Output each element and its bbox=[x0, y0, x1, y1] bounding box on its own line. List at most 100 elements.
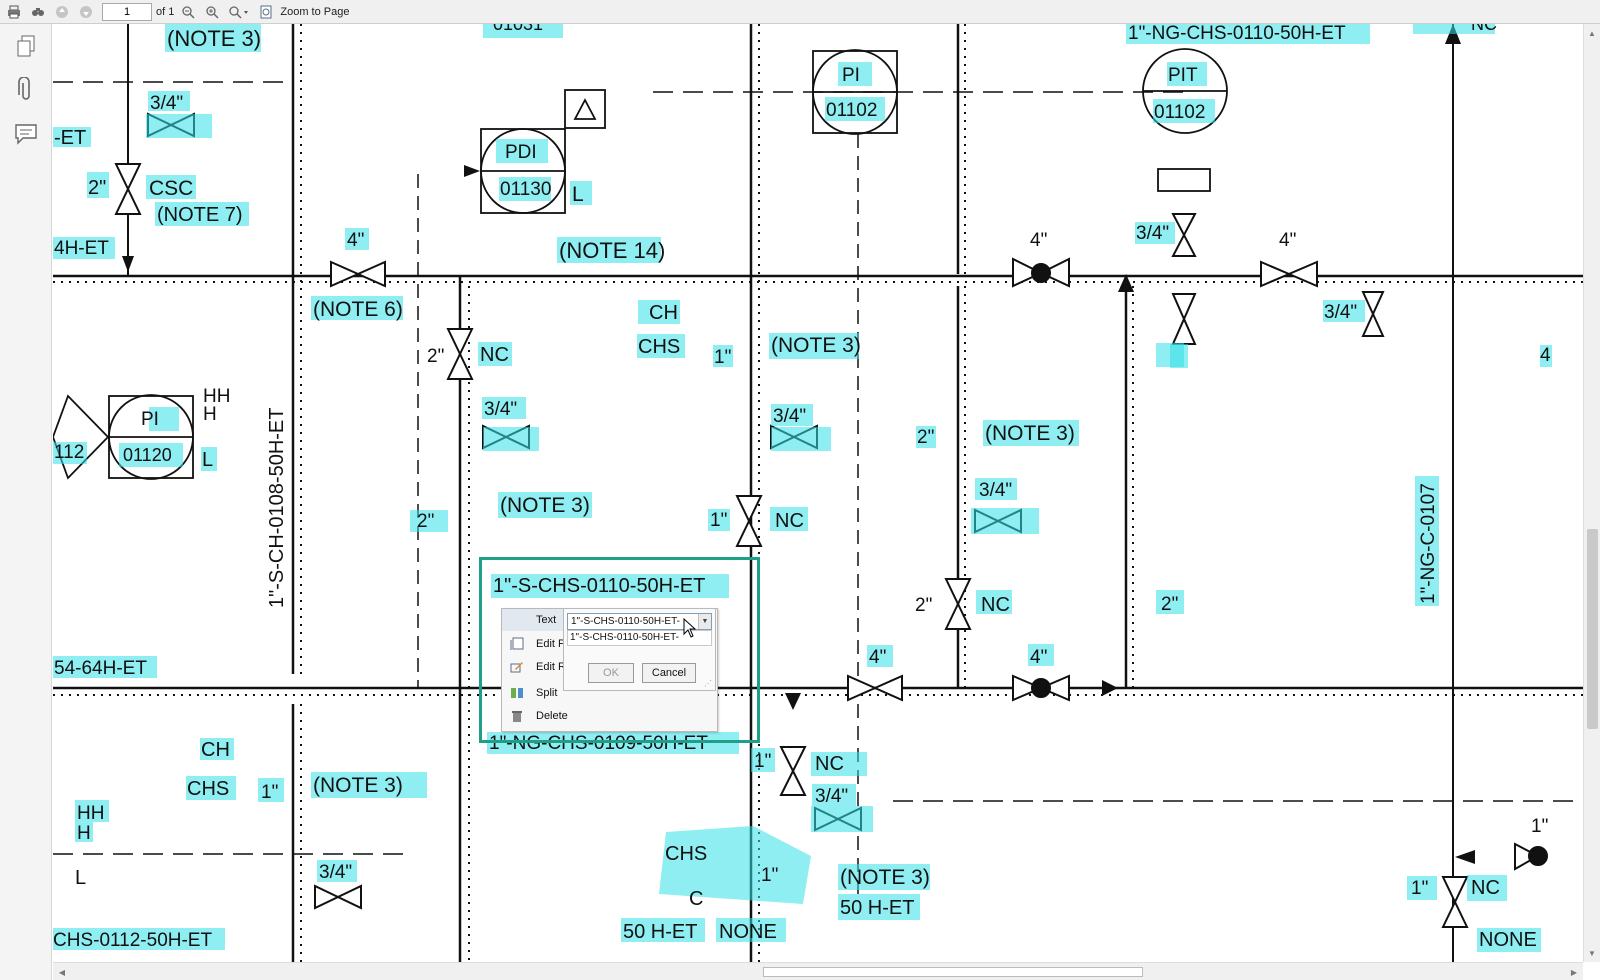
zoom-menu-icon[interactable] bbox=[226, 2, 252, 22]
toolbar: of 1 Zoom to Page bbox=[0, 0, 1600, 24]
drawing-label: 2" bbox=[917, 427, 934, 448]
horizontal-scroll-thumb[interactable] bbox=[763, 967, 1143, 977]
scroll-left-icon[interactable]: ◀ bbox=[58, 967, 66, 977]
drawing-label: NC bbox=[480, 344, 509, 366]
drawing-label: 4" bbox=[1279, 230, 1296, 251]
drawing-label: NC bbox=[981, 594, 1010, 616]
drawing-label: 2" bbox=[417, 511, 434, 532]
edit-region-icon bbox=[508, 659, 526, 675]
zoom-out-icon[interactable] bbox=[178, 2, 198, 22]
ocr-highlights bbox=[53, 24, 1552, 952]
drawing-label: L bbox=[202, 449, 213, 471]
menu-item-text[interactable]: Text bbox=[502, 609, 572, 631]
print-icon[interactable] bbox=[4, 2, 24, 22]
text-suggestion-option[interactable]: 1"-S-CHS-0110-50H-ET- bbox=[567, 630, 712, 646]
drawing-label: 50 H-ET bbox=[623, 921, 697, 943]
drawing-label: NC bbox=[1471, 877, 1500, 899]
drawing-label: 3/4" bbox=[979, 480, 1012, 501]
drawing-label: 01102 bbox=[826, 100, 877, 121]
zoom-to-page-icon[interactable] bbox=[256, 2, 276, 22]
drawing-label: 3/4" bbox=[150, 93, 183, 114]
next-page-icon[interactable] bbox=[76, 2, 96, 22]
zoom-in-icon[interactable] bbox=[202, 2, 222, 22]
drawing-label: NC bbox=[815, 753, 844, 775]
selected-text-region[interactable] bbox=[479, 557, 760, 743]
scroll-up-icon[interactable]: ▲ bbox=[1588, 28, 1596, 38]
drawing-label: 2" bbox=[427, 346, 444, 367]
drawing-label: 1" bbox=[710, 510, 727, 531]
page-count-label: of 1 bbox=[156, 5, 175, 18]
drawing-label: (NOTE 14) bbox=[559, 238, 665, 263]
context-menu: Text Edit P Edit R Split Delete 1"-S-CHS… bbox=[501, 608, 718, 732]
drawing-label: CH bbox=[201, 739, 230, 761]
drawing-label: 1"-S-CH-0108-50H-ET bbox=[266, 408, 288, 609]
menu-item-label: Edit R bbox=[536, 661, 566, 673]
drawing-label: 3/4" bbox=[484, 399, 517, 420]
edit-properties-icon bbox=[508, 636, 526, 652]
drawing-label: 3/4" bbox=[773, 406, 806, 427]
comments-icon[interactable] bbox=[0, 112, 52, 156]
drawing-label: CSC bbox=[149, 177, 193, 200]
menu-item-label: Text bbox=[536, 614, 557, 626]
page-number-input[interactable] bbox=[102, 2, 152, 21]
drawing-label: -ET bbox=[54, 127, 86, 149]
drawing-label: (NOTE 3) bbox=[771, 334, 861, 357]
cancel-button[interactable]: Cancel bbox=[642, 663, 696, 683]
menu-item-edit-properties[interactable]: Edit P bbox=[502, 633, 572, 655]
scroll-down-icon[interactable]: ▼ bbox=[1588, 948, 1596, 958]
drawing-label: CHS bbox=[187, 778, 229, 800]
drawing-label: 1" bbox=[714, 347, 731, 368]
drawing-label: CH bbox=[649, 302, 678, 324]
menu-item-label: Edit P bbox=[536, 638, 566, 650]
drawing-label: PI bbox=[141, 409, 159, 430]
text-value-combobox[interactable]: 1"-S-CHS-0110-50H-ET- ▼ bbox=[567, 613, 712, 630]
drawing-label: 1"-NG-C-0107 bbox=[1418, 483, 1439, 604]
drawing-label: (NOTE 3) bbox=[167, 26, 261, 51]
document-canvas[interactable]: 1"-NG-CHS-0110-50H-ET 01031 NC (NOTE 3) … bbox=[53, 24, 1583, 962]
menu-item-edit-region[interactable]: Edit R bbox=[502, 656, 572, 678]
drawing-label: HH bbox=[77, 803, 104, 824]
find-icon[interactable] bbox=[28, 2, 48, 22]
scroll-right-icon[interactable]: ▶ bbox=[1570, 967, 1578, 977]
menu-item-label: Split bbox=[536, 687, 558, 699]
chevron-down-icon[interactable]: ▼ bbox=[698, 614, 711, 629]
drawing-label: PIT bbox=[1168, 65, 1198, 86]
drawing-label: HH bbox=[203, 386, 230, 407]
zoom-to-page-button[interactable]: Zoom to Page bbox=[280, 5, 350, 18]
pages-icon[interactable] bbox=[0, 24, 52, 68]
drawing-label: 1" bbox=[754, 751, 771, 772]
text-icon bbox=[508, 612, 526, 628]
drawing-label: NONE bbox=[719, 921, 777, 943]
drawing-label: 1" bbox=[1411, 878, 1428, 899]
drawing-label: 2" bbox=[88, 177, 106, 199]
drawing-label: H bbox=[203, 404, 217, 425]
drawing-label: (NOTE 3) bbox=[840, 866, 930, 889]
drawing-label: CHS-0112-50H-ET bbox=[53, 930, 212, 951]
drawing-label: 4" bbox=[1030, 230, 1047, 251]
drawing-label: 2" bbox=[915, 595, 932, 616]
menu-item-split[interactable]: Split bbox=[502, 682, 572, 704]
drawing-label: 1" bbox=[761, 865, 778, 886]
drawing-label: 01031 bbox=[493, 24, 543, 34]
drawing-label: (NOTE 3) bbox=[313, 774, 403, 797]
drawing-label: NC bbox=[1471, 24, 1497, 34]
menu-item-delete[interactable]: Delete bbox=[502, 705, 572, 727]
horizontal-scrollbar[interactable]: ◀ ▶ bbox=[53, 962, 1583, 980]
previous-page-icon[interactable] bbox=[52, 2, 72, 22]
drawing-label: PDI bbox=[505, 142, 537, 163]
menu-item-label: Delete bbox=[536, 710, 568, 722]
drawing-label: 3/4" bbox=[1136, 223, 1169, 244]
resize-grip-icon[interactable]: ⋰ bbox=[704, 679, 712, 688]
vertical-scroll-thumb[interactable] bbox=[1587, 529, 1598, 729]
navigation-sidebar bbox=[0, 24, 52, 980]
drawing-label: L bbox=[572, 183, 584, 206]
ok-button[interactable]: OK bbox=[588, 663, 634, 683]
drawing-label: (NOTE 3) bbox=[500, 494, 590, 517]
drawing-label: 3/4" bbox=[319, 862, 352, 883]
attachments-icon[interactable] bbox=[0, 68, 52, 112]
vertical-scrollbar[interactable]: ▲ ▼ bbox=[1583, 24, 1600, 962]
drawing-label: NC bbox=[775, 510, 804, 532]
drawing-label: CHS bbox=[638, 336, 680, 358]
drawing-label: L bbox=[75, 867, 86, 889]
drawing-label: 1"-NG-CHS-0110-50H-ET bbox=[1128, 24, 1346, 44]
